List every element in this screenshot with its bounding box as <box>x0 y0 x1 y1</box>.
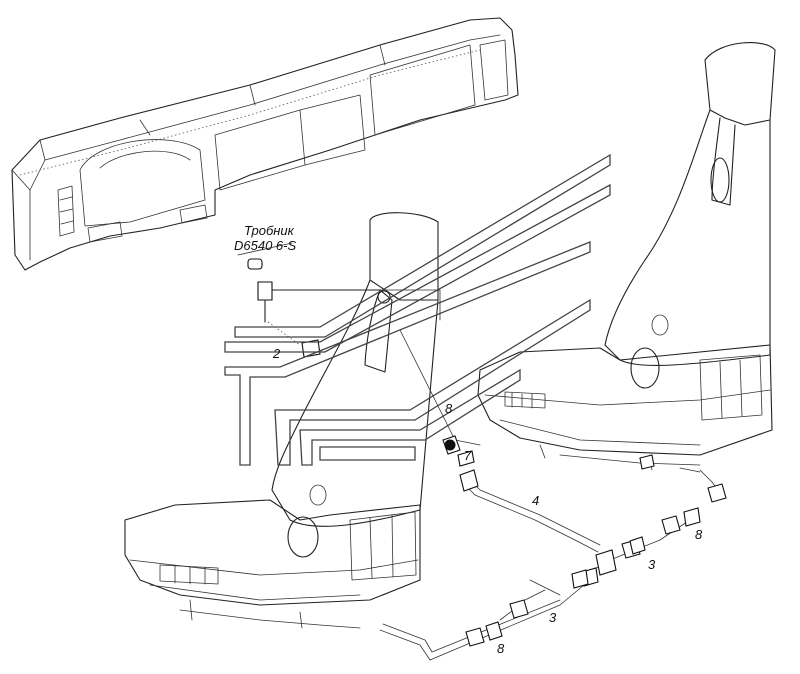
dashboard <box>11 17 519 271</box>
callout-8-right: 8 <box>695 527 703 542</box>
tee-name-label: Тробник <box>244 223 294 238</box>
callout-2: 2 <box>273 346 281 361</box>
callout-8-top: 8 <box>445 401 453 416</box>
tee-code-label: D6540 6-S <box>234 238 297 253</box>
callout-3-bottom: 3 <box>549 610 557 625</box>
front-seat <box>124 212 439 629</box>
callout-7: 7 <box>464 448 472 463</box>
air-lines <box>379 289 719 661</box>
callout-3-right: 3 <box>648 557 656 572</box>
tee-assembly <box>237 242 381 358</box>
watermark-logo <box>224 153 611 466</box>
rear-seat <box>477 42 776 471</box>
fittings <box>442 435 727 647</box>
callout-4: 4 <box>532 493 540 508</box>
callout-8-bottom: 8 <box>497 641 505 656</box>
